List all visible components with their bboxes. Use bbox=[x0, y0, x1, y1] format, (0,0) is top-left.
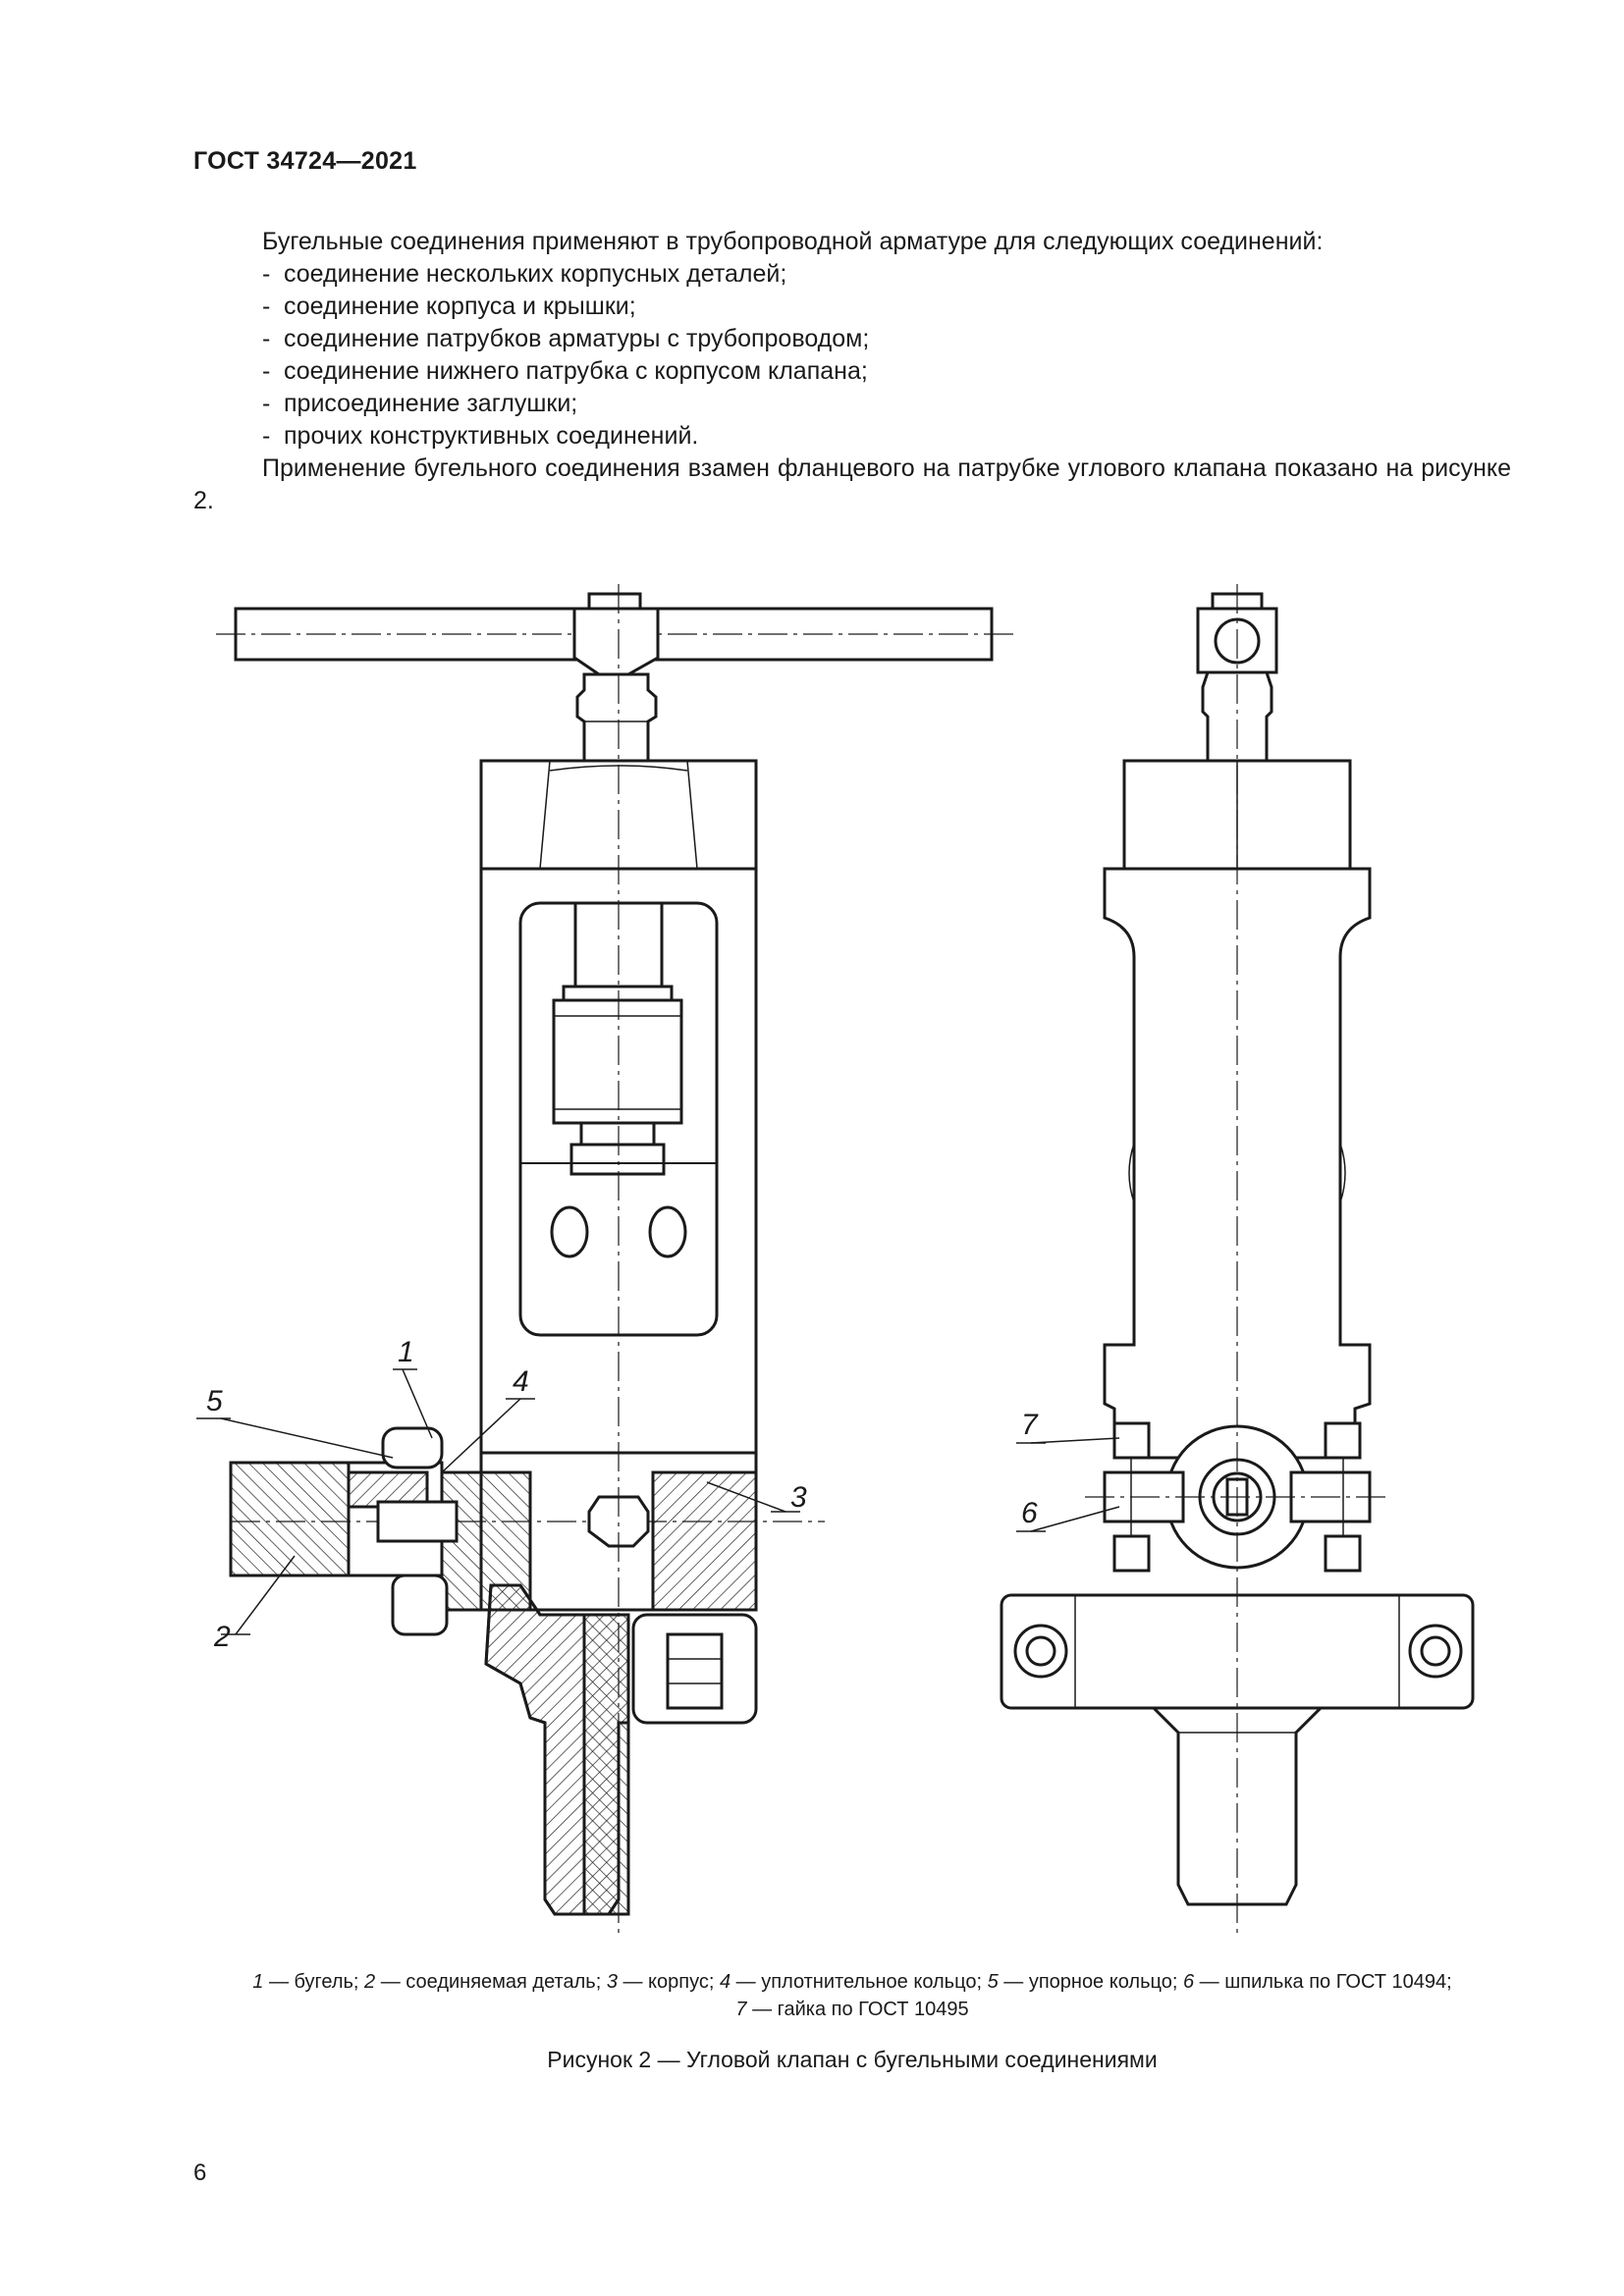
callout-4: 4 bbox=[513, 1365, 529, 1398]
callout-leaders-right bbox=[1016, 1437, 1120, 1532]
legend-item: 3 — корпус; bbox=[606, 1971, 720, 1993]
list-item: -соединение нижнего патрубка с корпусом … bbox=[262, 355, 1511, 388]
list-item: -присоединение заглушки; bbox=[262, 388, 1511, 420]
figure-legend: 1 — бугель; 2 — соединяемая деталь; 3 — … bbox=[193, 1968, 1511, 2023]
document-header: ГОСТ 34724—2021 bbox=[193, 147, 417, 175]
legend-item: 7 — гайка по ГОСТ 10495 bbox=[735, 1999, 969, 2020]
list-marker: - bbox=[262, 422, 271, 450]
list-item: -соединение патрубков арматуры с трубопр… bbox=[262, 323, 1511, 355]
list-item: -соединение нескольких корпусных деталей… bbox=[262, 258, 1511, 291]
figure-title: Рисунок 2 — Угловой клапан с бугельными … bbox=[547, 2047, 1158, 2072]
connection-list: -соединение нескольких корпусных деталей… bbox=[193, 258, 1511, 453]
side-view bbox=[1000, 584, 1475, 1939]
legend-item: 2 — соединяемая деталь; bbox=[364, 1971, 607, 1993]
page-number: 6 bbox=[193, 2160, 207, 2186]
front-view bbox=[216, 584, 1016, 1939]
callout-7: 7 bbox=[1021, 1409, 1039, 1441]
list-marker: - bbox=[262, 260, 271, 288]
legend-item: 6 — шпилька по ГОСТ 10494; bbox=[1182, 1971, 1452, 1993]
legend-item: 1 — бугель; bbox=[252, 1971, 365, 1993]
valve-drawing: 1 2 3 4 5 bbox=[196, 564, 1512, 1958]
closing-paragraph: Применение бугельного соединения взамен … bbox=[193, 454, 1511, 514]
list-marker: - bbox=[262, 325, 271, 352]
callout-5: 5 bbox=[206, 1385, 223, 1417]
legend-item: 5 — упорное кольцо; bbox=[987, 1971, 1183, 1993]
callout-3: 3 bbox=[790, 1481, 807, 1514]
intro-paragraph: Бугельные соединения применяют в трубопр… bbox=[262, 228, 1324, 255]
valve-drawing-svg: 1 2 3 4 5 bbox=[196, 584, 1475, 1939]
list-item: -соединение корпуса и крышки; bbox=[262, 291, 1511, 323]
callout-2: 2 bbox=[213, 1621, 231, 1653]
list-marker: - bbox=[262, 390, 271, 417]
list-item: -прочих конструктивных соединений. bbox=[262, 420, 1511, 453]
callout-leaders-left bbox=[196, 1368, 800, 1635]
legend-item: 4 — уплотнительное кольцо; bbox=[720, 1971, 988, 1993]
list-marker: - bbox=[262, 357, 271, 385]
body-text: Бугельные соединения применяют в трубопр… bbox=[193, 226, 1511, 517]
callout-1: 1 bbox=[398, 1336, 414, 1368]
callout-6: 6 bbox=[1021, 1497, 1038, 1529]
list-marker: - bbox=[262, 293, 271, 320]
